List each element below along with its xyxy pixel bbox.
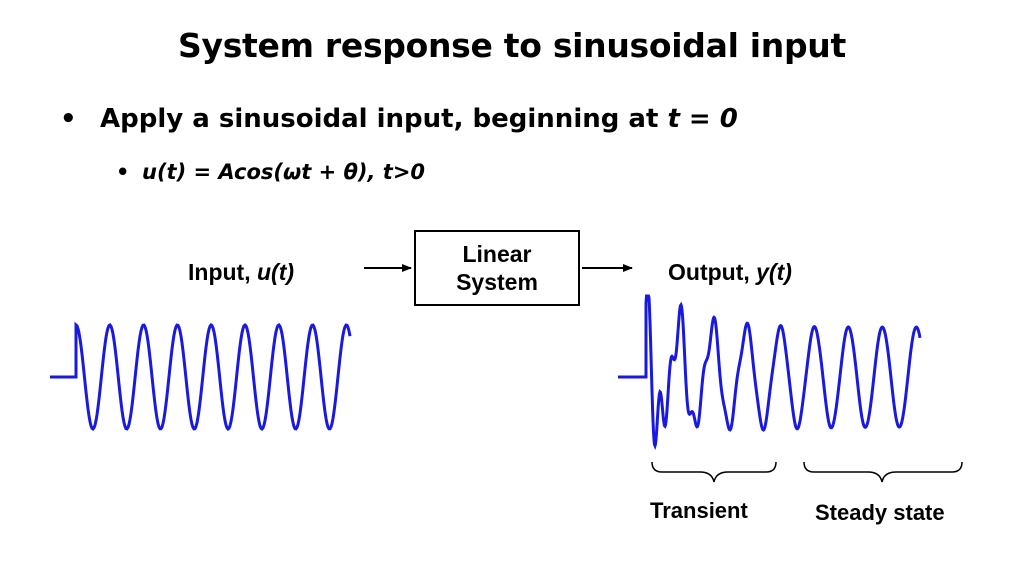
- input-label-text: Input,: [188, 259, 257, 285]
- bullet-text: Apply a sinusoidal input, beginning at: [100, 104, 668, 134]
- bullet-dot: •: [60, 104, 77, 134]
- output-label: Output, y(t): [668, 259, 792, 286]
- bullet-apply-input: •Apply a sinusoidal input, beginning at …: [60, 104, 738, 134]
- sub-bullet-equation: • u(t) = Acos(ωt + θ), t>0: [116, 160, 425, 184]
- input-label: Input, u(t): [188, 259, 294, 286]
- output-response: [618, 294, 922, 451]
- linear-system-box: Linear System: [414, 230, 580, 306]
- system-line-1: Linear: [462, 241, 532, 267]
- input-sinusoid: [50, 321, 352, 431]
- slide-title: System response to sinusoidal input: [178, 26, 846, 65]
- steady-state-brace: [803, 461, 963, 483]
- equation-text: u(t) = Acos(ωt + θ), t>0: [142, 160, 426, 184]
- system-line-2: System: [456, 269, 538, 295]
- output-variable: y(t): [756, 259, 792, 285]
- bullet-emphasis: t = 0: [667, 104, 738, 134]
- transient-label: Transient: [650, 498, 748, 523]
- bullet-dot: •: [116, 160, 130, 184]
- transient-brace: [651, 461, 777, 483]
- steady-state-label: Steady state: [815, 500, 945, 525]
- output-label-text: Output,: [668, 259, 757, 285]
- input-variable: u(t): [256, 259, 295, 285]
